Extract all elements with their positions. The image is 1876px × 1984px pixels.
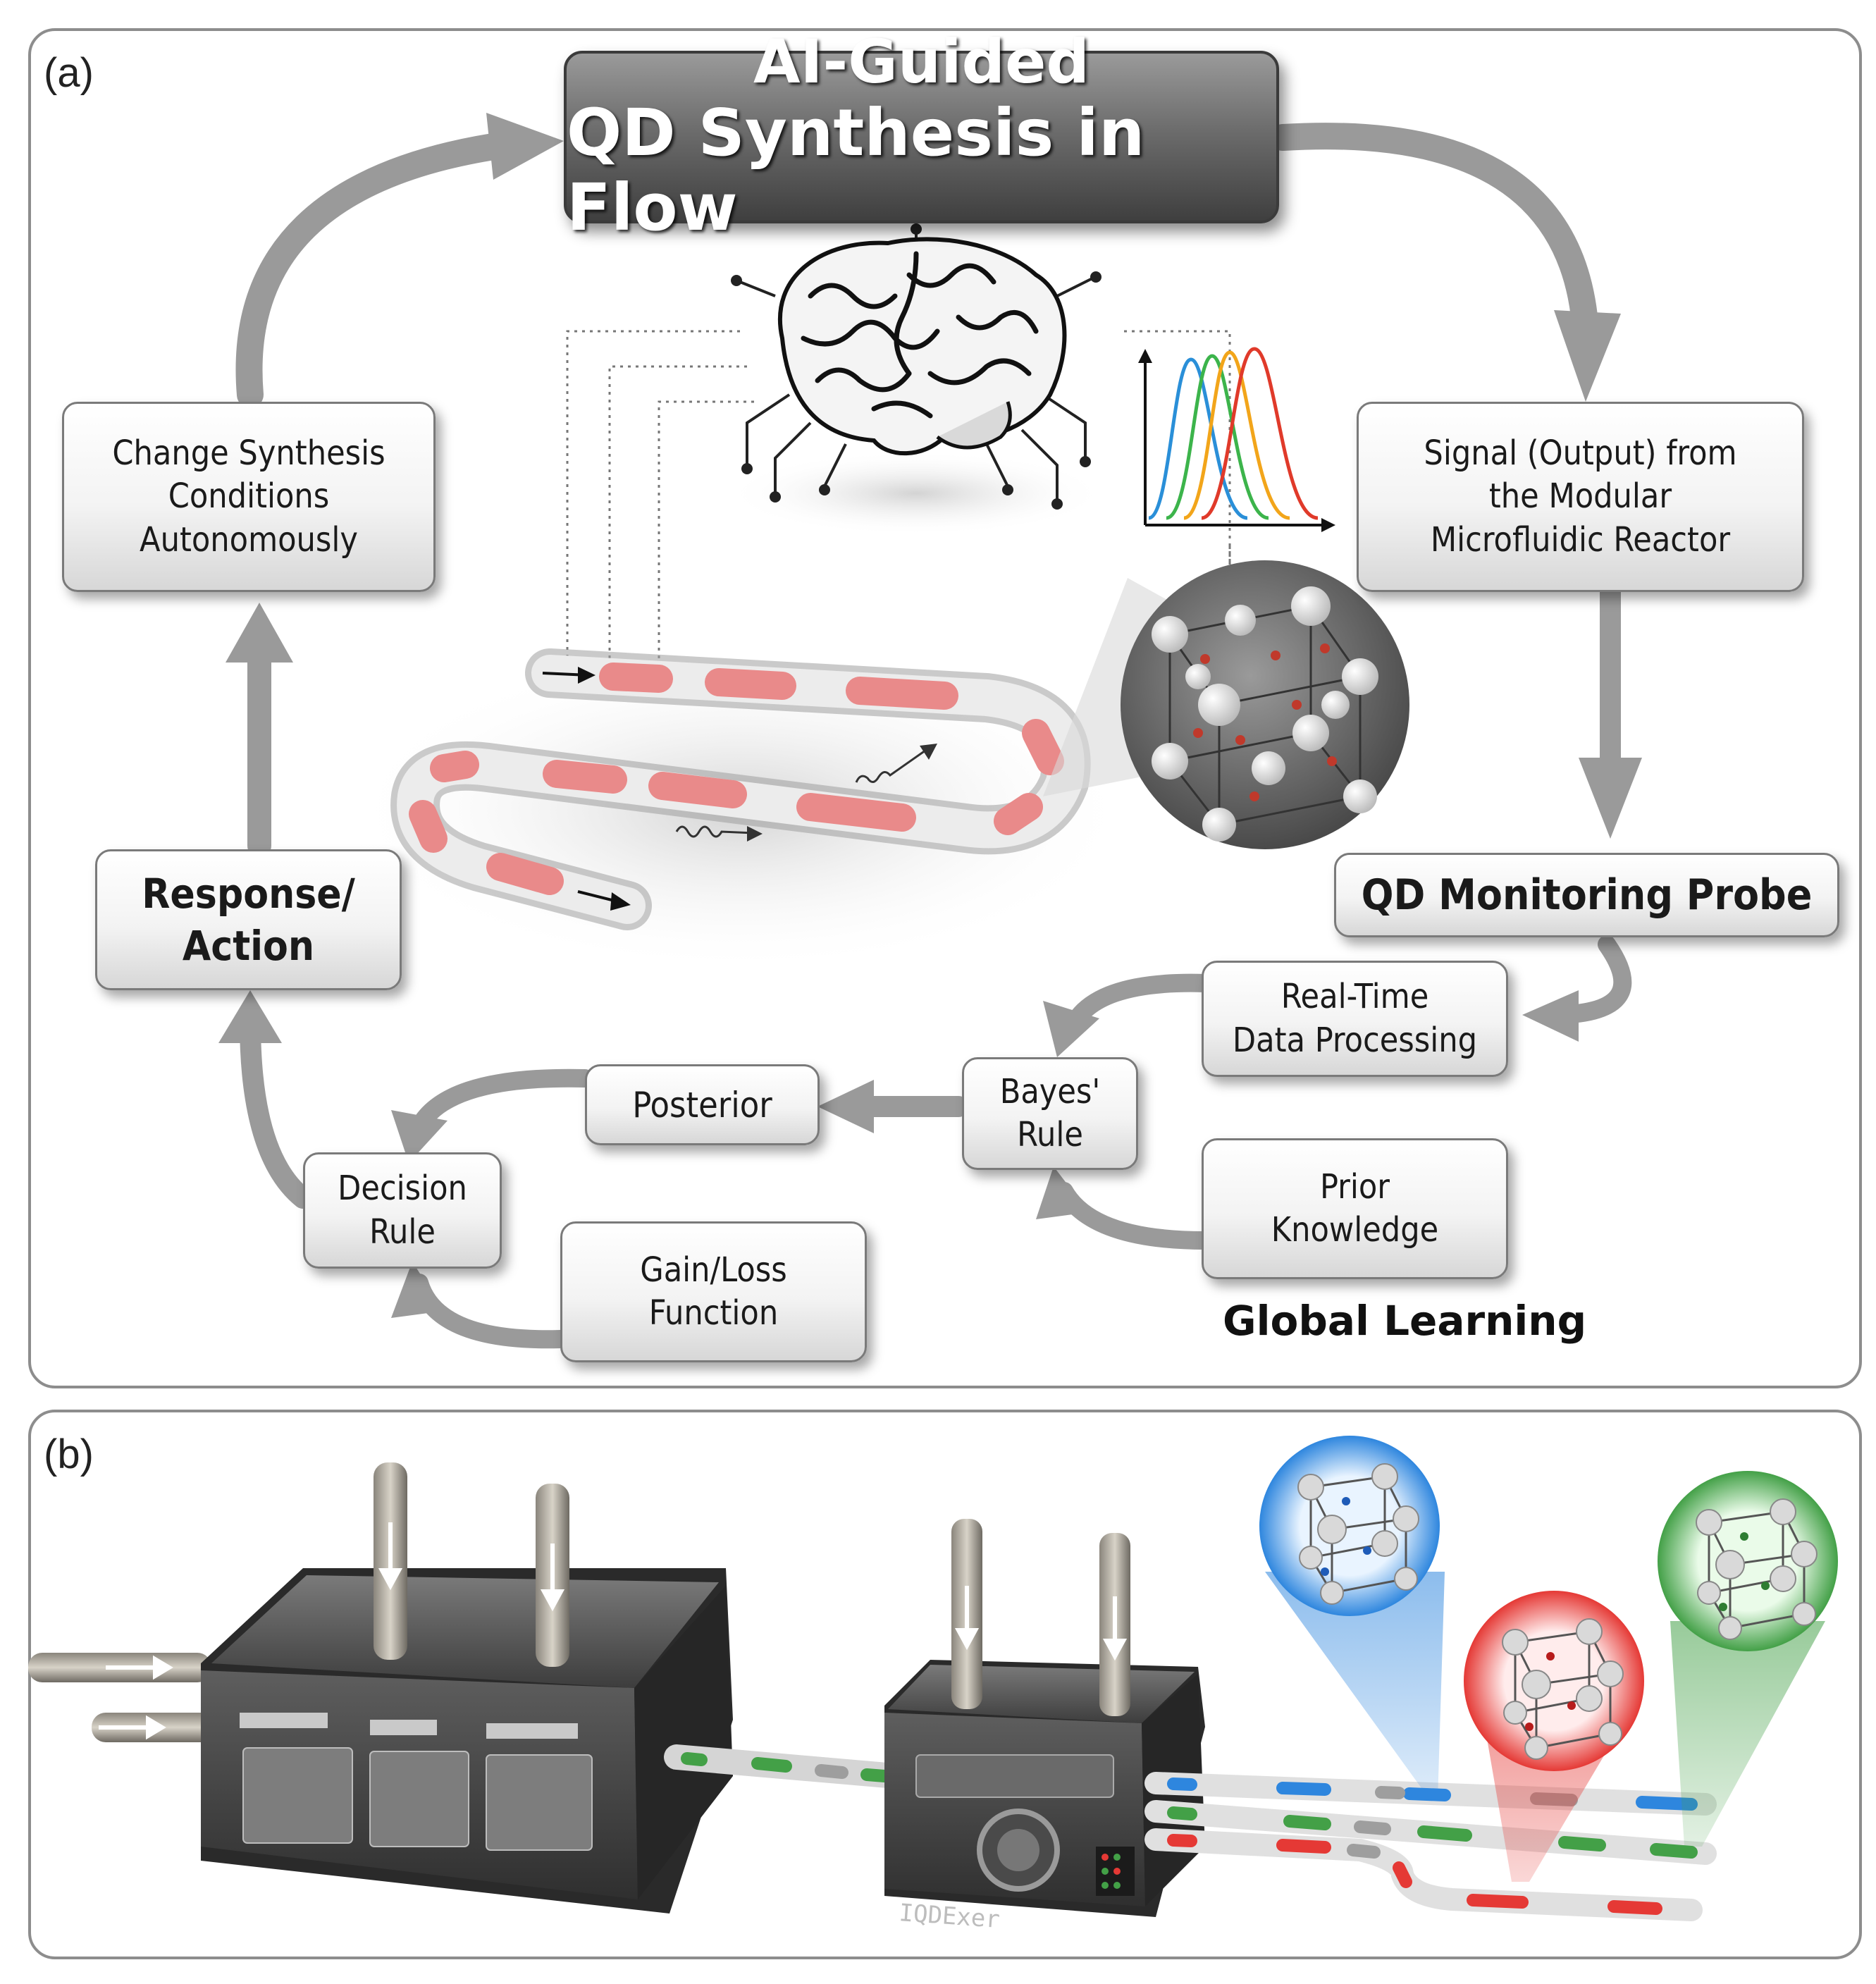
arrowhead-signal bbox=[1554, 310, 1621, 402]
microfluidic-tube bbox=[345, 648, 1135, 973]
brain-circuit-lines bbox=[739, 233, 1093, 500]
title-line-1: AI-Guided bbox=[753, 27, 1090, 98]
qd-monitoring-probe-box: QD Monitoring Probe bbox=[1334, 853, 1839, 937]
brain-gyri bbox=[801, 251, 1039, 419]
qd-sphere-green bbox=[1658, 1471, 1838, 1651]
channel-1 bbox=[664, 1744, 908, 1789]
control-leds bbox=[1096, 1847, 1135, 1896]
arrow-heads bbox=[218, 113, 1642, 1318]
arrowhead-response bbox=[218, 990, 282, 1043]
gain-loss-box: Gain/Loss Function bbox=[560, 1221, 867, 1362]
brain-circuit-nodes bbox=[731, 223, 1101, 510]
arrowhead-change bbox=[226, 603, 293, 663]
title-line-2: QD Synthesis in Flow bbox=[567, 95, 1145, 245]
prior-knowledge-box: Prior Knowledge bbox=[1202, 1138, 1508, 1279]
change-synthesis-box: Change Synthesis Conditions Autonomously bbox=[62, 402, 436, 592]
posterior-box: Posterior bbox=[585, 1064, 820, 1145]
arrowhead-probe bbox=[1579, 758, 1642, 839]
device-label: IQDExer bbox=[898, 1899, 1001, 1934]
droplets bbox=[409, 663, 1064, 895]
reactor-block-1 bbox=[28, 1462, 733, 1914]
response-action-box: Response/ Action bbox=[95, 849, 402, 990]
panel-a-label: (a) bbox=[44, 50, 94, 96]
panel-b-label: (b) bbox=[44, 1431, 94, 1477]
qd-sphere-red bbox=[1464, 1591, 1644, 1771]
arrow-to-title bbox=[235, 131, 521, 408]
arrow-decision-to-response bbox=[240, 1011, 314, 1209]
title-box: AI-Guided QD Synthesis in Flow bbox=[564, 29, 1279, 245]
light-waves bbox=[675, 746, 931, 838]
arrowhead-realtime bbox=[1522, 990, 1579, 1042]
arrow-title-to-signal bbox=[1269, 123, 1599, 345]
emission-spectrum bbox=[1138, 347, 1335, 532]
bayes-rule-box: Bayes' Rule bbox=[962, 1057, 1138, 1170]
output-channels bbox=[1144, 1772, 1717, 1921]
arrowhead-decision-bottom bbox=[391, 1262, 444, 1318]
decision-rule-box: Decision Rule bbox=[303, 1152, 502, 1269]
signal-output-box: Signal (Output) from the Modular Microfl… bbox=[1357, 402, 1804, 592]
arrowhead-bayes-bottom bbox=[1036, 1166, 1089, 1219]
arrowhead-decision-top bbox=[391, 1110, 448, 1163]
reactor-block-2 bbox=[884, 1519, 1205, 1917]
qd-sphere-blue bbox=[1259, 1436, 1440, 1616]
arrowhead-title bbox=[486, 113, 564, 180]
real-time-box: Real-Time Data Processing bbox=[1202, 961, 1508, 1077]
qd-crystal-zoom bbox=[1043, 560, 1409, 849]
global-learning-label: Global Learning bbox=[1223, 1297, 1587, 1345]
arrowhead-posterior bbox=[817, 1080, 874, 1133]
brain-illustration bbox=[726, 223, 1106, 536]
arrowhead-bayes-top bbox=[1043, 1001, 1099, 1057]
